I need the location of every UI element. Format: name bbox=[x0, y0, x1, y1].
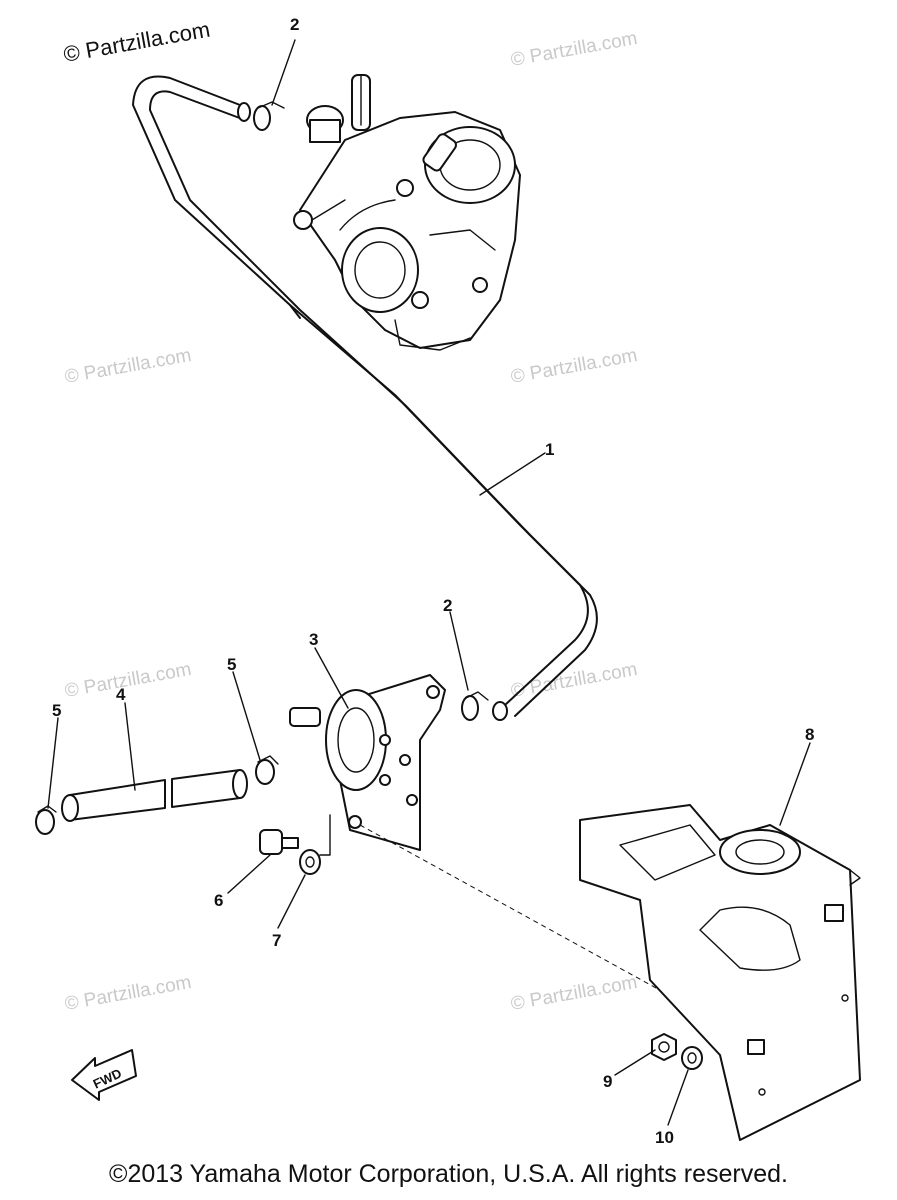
fuel-hose bbox=[132, 75, 598, 721]
hose-clip-pump bbox=[461, 691, 489, 721]
watermark-faint: © Partzilla.com bbox=[509, 659, 639, 702]
callout-1: 1 bbox=[545, 440, 554, 459]
fuel-pump bbox=[289, 674, 446, 851]
leader-lines bbox=[47, 39, 811, 1126]
forward-arrow-icon: FWD bbox=[71, 1049, 137, 1101]
callout-4: 4 bbox=[116, 685, 126, 704]
fuel-pipe bbox=[61, 769, 248, 822]
pipe-clip-inner bbox=[255, 755, 279, 785]
watermark-faint: © Partzilla.com bbox=[509, 972, 639, 1015]
watermark-faint: © Partzilla.com bbox=[63, 345, 193, 388]
mounting-bracket-edge bbox=[319, 814, 331, 856]
pipe-clip-outer bbox=[35, 805, 57, 835]
callout-8: 8 bbox=[805, 725, 814, 744]
watermark-faint: © Partzilla.com bbox=[63, 659, 193, 702]
watermark-faint: © Partzilla.com bbox=[63, 972, 193, 1015]
hose-clip-top bbox=[253, 101, 285, 131]
callout-2-pump: 2 bbox=[443, 596, 452, 615]
carburetor-illustration bbox=[293, 74, 521, 351]
bolt bbox=[259, 829, 299, 855]
watermark-main: © Partzilla.com bbox=[62, 17, 212, 67]
nut bbox=[651, 1033, 677, 1061]
callout-5-outer: 5 bbox=[52, 701, 61, 720]
callout-10: 10 bbox=[655, 1128, 674, 1147]
callout-7: 7 bbox=[272, 931, 281, 950]
watermark-faint: © Partzilla.com bbox=[509, 345, 639, 388]
lock-washer bbox=[681, 1046, 703, 1070]
callout-6: 6 bbox=[214, 891, 223, 910]
copyright-notice: ©2013 Yamaha Motor Corporation, U.S.A. A… bbox=[109, 1160, 788, 1188]
callout-3: 3 bbox=[309, 630, 318, 649]
mounting-bracket bbox=[579, 804, 861, 1141]
watermark-faint: © Partzilla.com bbox=[509, 28, 639, 71]
callout-2-top: 2 bbox=[290, 15, 299, 34]
callout-9: 9 bbox=[603, 1072, 612, 1091]
callout-5-inner: 5 bbox=[227, 655, 236, 674]
washer bbox=[299, 849, 321, 875]
